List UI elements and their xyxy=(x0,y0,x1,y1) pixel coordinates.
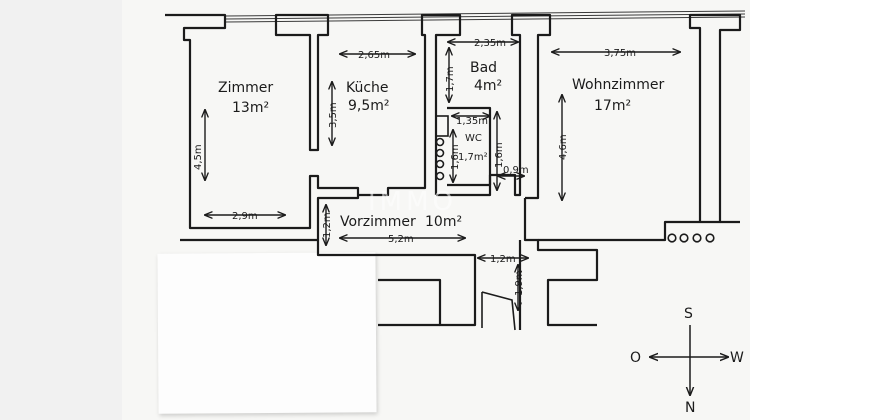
dim-bad-height: 1,7m xyxy=(445,66,456,92)
compass-west-label: W xyxy=(730,350,744,366)
entry-door xyxy=(481,291,516,331)
dim-zimmer-height: 4,5m xyxy=(193,144,204,170)
compass-north-label: N xyxy=(685,400,695,416)
room-area-kueche: 9,5m² xyxy=(348,98,390,114)
dim-wc-width: 1,35m xyxy=(456,116,488,127)
dim-vorzimmer-width: 5,2m xyxy=(388,234,414,245)
background-left xyxy=(0,0,122,420)
dim-kueche-height: 3,5m xyxy=(328,102,339,128)
dim-wc-height-inner: 1,6m xyxy=(450,144,461,170)
room-name-zimmer: Zimmer xyxy=(218,80,273,96)
compass xyxy=(650,325,728,395)
dim-zimmer-width: 2,9m xyxy=(232,211,258,222)
wc-fixtures xyxy=(435,115,715,243)
dim-wc-gap: 0,9m xyxy=(503,165,529,176)
dim-wohnzimmer-height: 4,6m xyxy=(558,134,569,160)
dim-kueche-width: 2,65m xyxy=(358,50,390,61)
room-area-bad: 4m² xyxy=(474,78,502,94)
compass-south-label: S xyxy=(684,306,693,322)
dim-entry-width: 1,2m xyxy=(490,254,516,265)
dim-entry-depth: 1,9m xyxy=(514,270,525,296)
compass-east-label: O xyxy=(630,350,641,366)
dimension-arrows xyxy=(205,42,680,310)
room-area-wc: 1,7m² xyxy=(458,152,488,163)
room-area-wohnzimmer: 17m² xyxy=(594,98,631,114)
dim-bad-width: 2,35m xyxy=(474,38,506,49)
room-name-kueche: Küche xyxy=(346,80,389,96)
room-name-vorzimmer: Vorzimmer xyxy=(340,214,416,230)
room-area-zimmer: 13m² xyxy=(232,100,269,116)
dim-vorzimmer-step: 1,2m xyxy=(322,212,333,238)
room-name-wohnzimmer: Wohnzimmer xyxy=(572,77,664,93)
room-name-bad: Bad xyxy=(470,60,497,76)
room-area-vorzimmer: 10m² xyxy=(425,214,462,230)
window-line xyxy=(224,10,746,23)
room-name-wc: WC xyxy=(465,133,482,144)
watermark: IMMO xyxy=(368,187,457,217)
dim-wohnzimmer-width: 3,75m xyxy=(604,48,636,59)
dim-wc-height-outer: 1,6m xyxy=(494,142,505,168)
